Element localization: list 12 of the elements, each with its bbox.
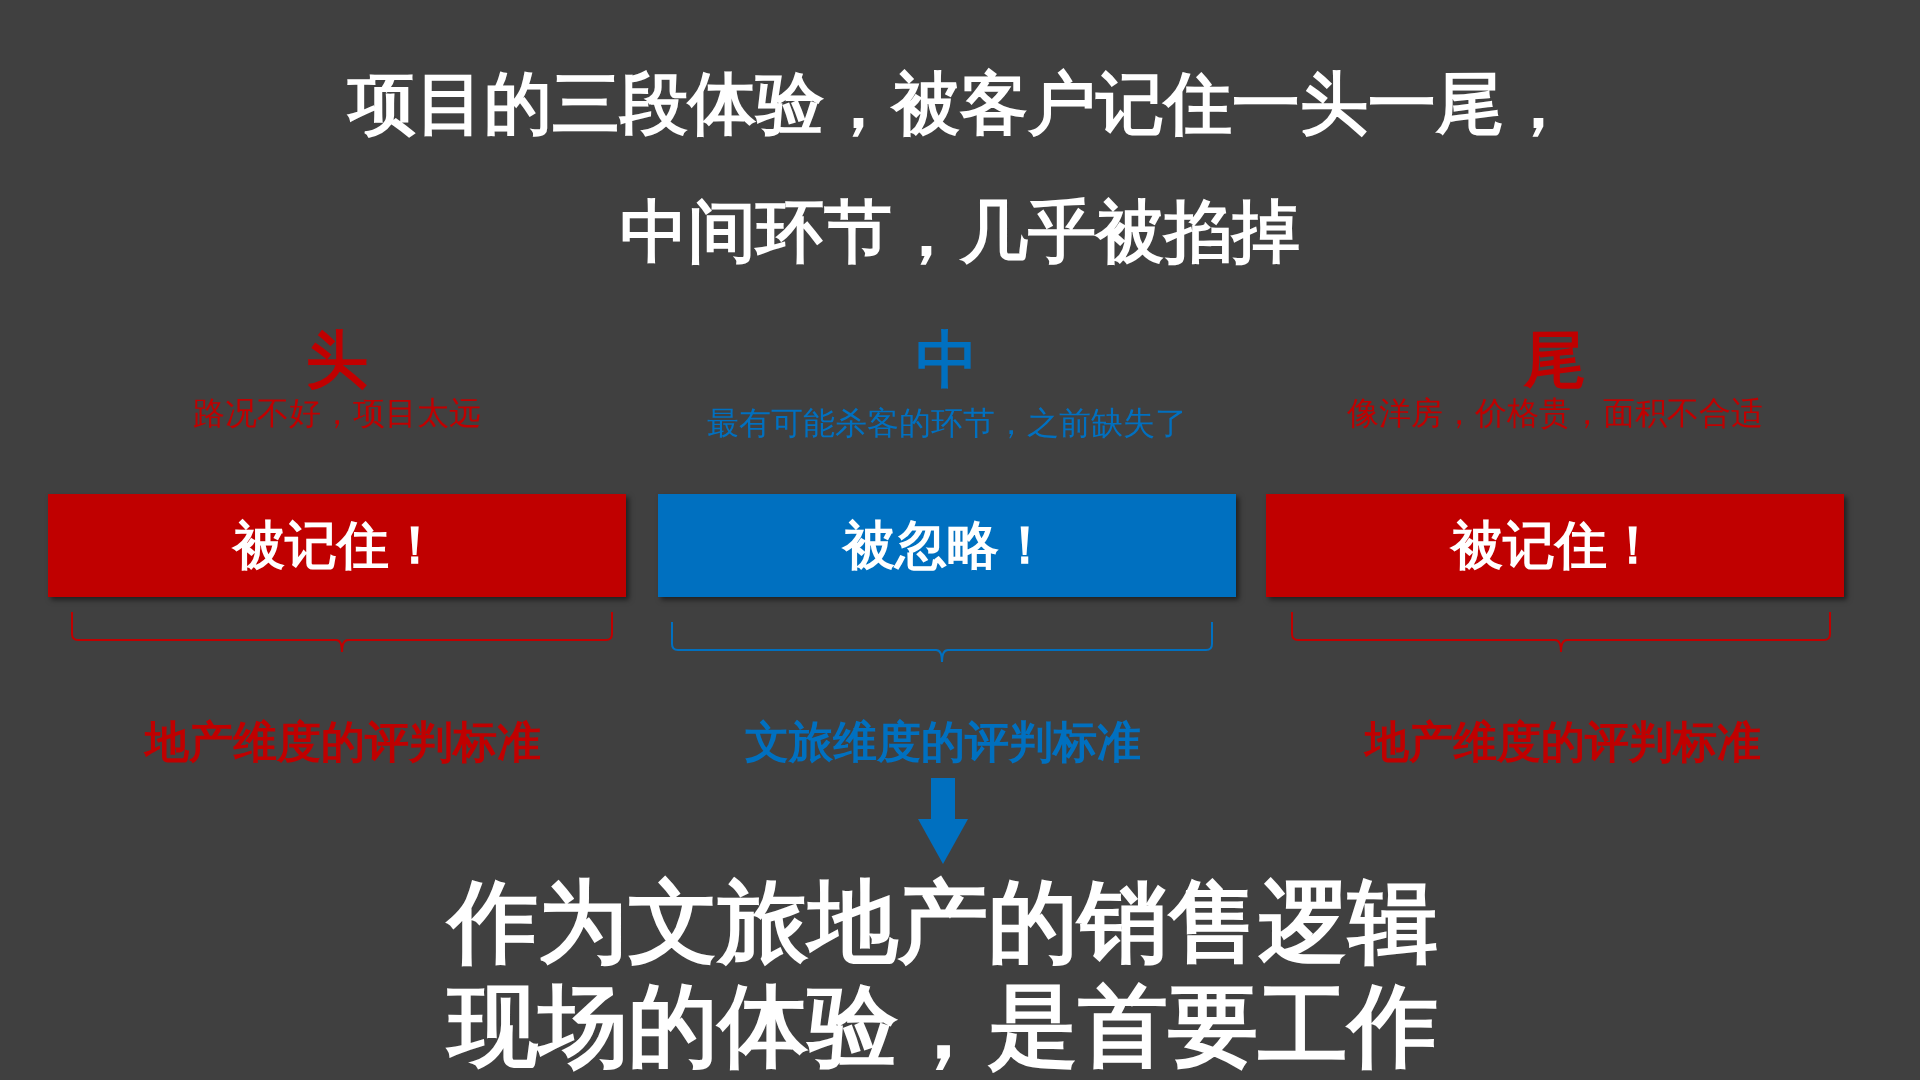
column-heading: 中	[915, 322, 979, 398]
criteria-text: 文旅维度的评判标准	[593, 712, 1293, 772]
highlight-banner: 被忽略！	[658, 494, 1236, 597]
conclusion-text: 现场的体验，是首要工作	[445, 974, 1439, 1078]
down-arrow	[918, 778, 968, 864]
highlight-banner: 被记住！	[1266, 494, 1844, 597]
conclusion-text: 作为文旅地产的销售逻辑	[393, 870, 1493, 974]
criteria-text: 地产维度的评判标准	[1362, 715, 1762, 769]
highlight-banner: 被记住！	[48, 494, 626, 597]
slide-title: 项目的三段体验，被客户记住一头一尾，中间环节，几乎被掐掉	[346, 63, 1573, 273]
column-subtitle: 最有可能杀客的环节，之前缺失了	[706, 403, 1188, 444]
criteria-text: 地产维度的评判标准	[142, 715, 542, 769]
